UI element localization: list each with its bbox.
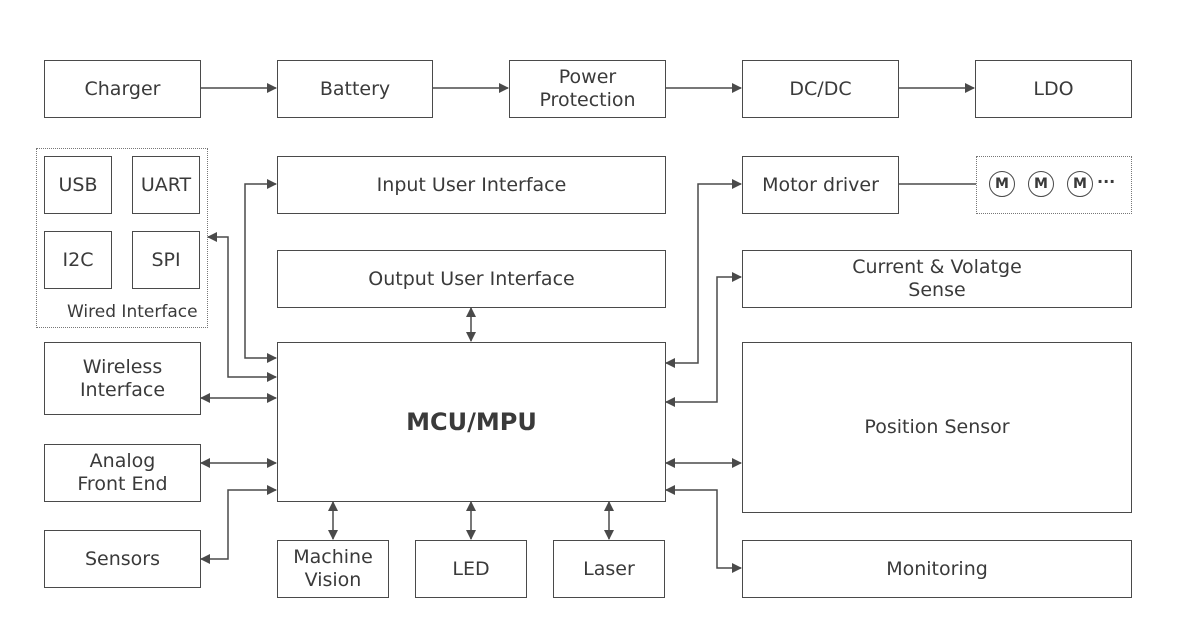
usb-block: USB	[44, 156, 112, 214]
machine-vision-block: Machine Vision	[277, 540, 389, 598]
ldo-block: LDO	[975, 60, 1132, 118]
input-user-interface-block: Input User Interface	[277, 156, 666, 214]
laser-block: Laser	[553, 540, 665, 598]
output-user-interface-block: Output User Interface	[277, 250, 666, 308]
wire-mcu-motor-driver	[665, 179, 742, 368]
uart-block: UART	[132, 156, 200, 214]
wired-interface-group	[36, 148, 208, 328]
motor-icon: M	[989, 171, 1015, 197]
wire-input-ui-mcu	[244, 179, 277, 363]
monitoring-block: Monitoring	[742, 540, 1132, 598]
position-sensor-block: Position Sensor	[742, 342, 1132, 513]
power-protection-block: Power Protection	[509, 60, 666, 118]
charger-block: Charger	[44, 60, 201, 118]
mcu-mpu-block: MCU/MPU	[277, 342, 666, 502]
more-motors-ellipsis: ···	[1097, 172, 1116, 191]
sensors-block: Sensors	[44, 530, 201, 588]
spi-block: SPI	[132, 231, 200, 289]
wire-mcu-monitoring	[665, 485, 742, 573]
led-block: LED	[415, 540, 527, 598]
dcdc-block: DC/DC	[742, 60, 899, 118]
motor-driver-block: Motor driver	[742, 156, 899, 214]
i2c-block: I2C	[44, 231, 112, 289]
battery-block: Battery	[277, 60, 433, 118]
wired-interface-label: Wired Interface	[67, 302, 198, 322]
wire-wired-mcu	[207, 232, 277, 382]
motors-group	[976, 156, 1132, 214]
wire-sensors-mcu	[200, 485, 277, 564]
current-voltage-sense-block: Current & Volatge Sense	[742, 250, 1132, 308]
analog-front-end-block: Analog Front End	[44, 444, 201, 502]
motor-icon: M	[1067, 171, 1093, 197]
motor-icon: M	[1028, 171, 1054, 197]
wireless-interface-block: Wireless Interface	[44, 342, 201, 415]
wire-mcu-current-sense	[665, 272, 742, 407]
